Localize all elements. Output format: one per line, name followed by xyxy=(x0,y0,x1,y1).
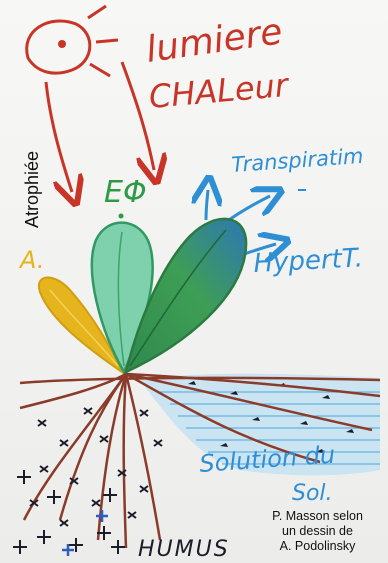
label-chaleur: CHALeur xyxy=(147,66,291,116)
label-atrophiee: Atrophiée xyxy=(22,151,43,228)
sun-circle xyxy=(27,21,90,73)
credit-line-2: un dessin de xyxy=(255,524,380,539)
sun-dot xyxy=(58,40,66,48)
credit-caption: P. Masson selon un dessin de A. Podolins… xyxy=(255,509,380,554)
label-sol: Sol. xyxy=(292,481,333,506)
label-lumiere: lumiere xyxy=(144,11,285,71)
blue-arrow-up xyxy=(206,190,208,220)
label-transpiration: Transpiratim xyxy=(231,144,365,177)
label-ep: EΦ xyxy=(104,175,147,210)
sun-ray xyxy=(88,6,106,18)
credit-line-3: A. Podolinsky xyxy=(255,539,380,554)
label-humus: HUMUS xyxy=(138,537,230,562)
light-arrow-left xyxy=(46,82,72,192)
sun xyxy=(27,6,118,76)
sun-ray xyxy=(90,64,110,76)
blue-arrow-right xyxy=(226,196,270,222)
label-a: A. xyxy=(18,246,45,274)
credit-line-1: P. Masson selon xyxy=(255,509,380,524)
sun-ray xyxy=(96,40,118,42)
label-hypertr: HypertT. xyxy=(253,243,364,279)
ep-dot xyxy=(119,214,124,219)
